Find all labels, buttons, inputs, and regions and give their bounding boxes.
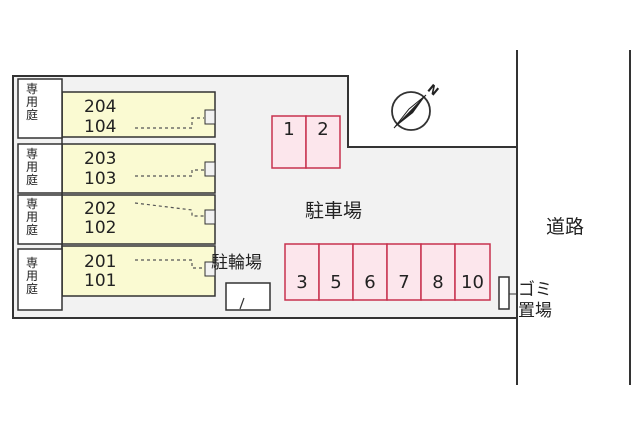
bicycle-parking-label: 駐輪場 bbox=[211, 253, 262, 273]
unit-number-lower: 102 bbox=[84, 218, 117, 238]
compass-icon bbox=[391, 91, 431, 131]
unit-number-upper: 203 bbox=[84, 149, 117, 169]
corridor-lines bbox=[134, 117, 204, 269]
apartment-building bbox=[61, 91, 216, 297]
parking-slots-bottom bbox=[284, 243, 491, 301]
private-garden-label: 専用庭 bbox=[25, 256, 38, 296]
unit-number-upper: 201 bbox=[84, 252, 117, 272]
road-label: 道路 bbox=[546, 216, 585, 238]
unit-number-upper: 202 bbox=[84, 199, 117, 219]
parking-slot-number: 1 bbox=[283, 119, 295, 140]
private-garden-label: 専用庭 bbox=[25, 197, 38, 237]
unit-number-lower: 104 bbox=[84, 117, 117, 137]
garbage-label-line1: ゴミ bbox=[518, 280, 552, 300]
garbage-label-line2: 置場 bbox=[518, 301, 552, 321]
private-gardens bbox=[17, 78, 63, 311]
parking-slot-number: 8 bbox=[432, 272, 444, 293]
garbage-area bbox=[498, 276, 510, 310]
parking-slot-number: 7 bbox=[398, 272, 410, 293]
parking-slot-number: 10 bbox=[461, 272, 484, 293]
parking-slot-number: 6 bbox=[364, 272, 376, 293]
bicycle-parking bbox=[225, 282, 271, 311]
parking-slot-number: 3 bbox=[296, 272, 308, 293]
private-garden-label: 専用庭 bbox=[25, 147, 38, 187]
unit-number-lower: 101 bbox=[84, 271, 117, 291]
private-garden-label: 専用庭 bbox=[25, 82, 38, 122]
parking-label: 駐車場 bbox=[305, 200, 363, 222]
parking-slot-number: 5 bbox=[330, 272, 342, 293]
parking-slot-number: 2 bbox=[317, 119, 329, 140]
unit-number-upper: 204 bbox=[84, 97, 117, 117]
parking-slots-top bbox=[271, 115, 341, 169]
unit-number-lower: 103 bbox=[84, 169, 117, 189]
